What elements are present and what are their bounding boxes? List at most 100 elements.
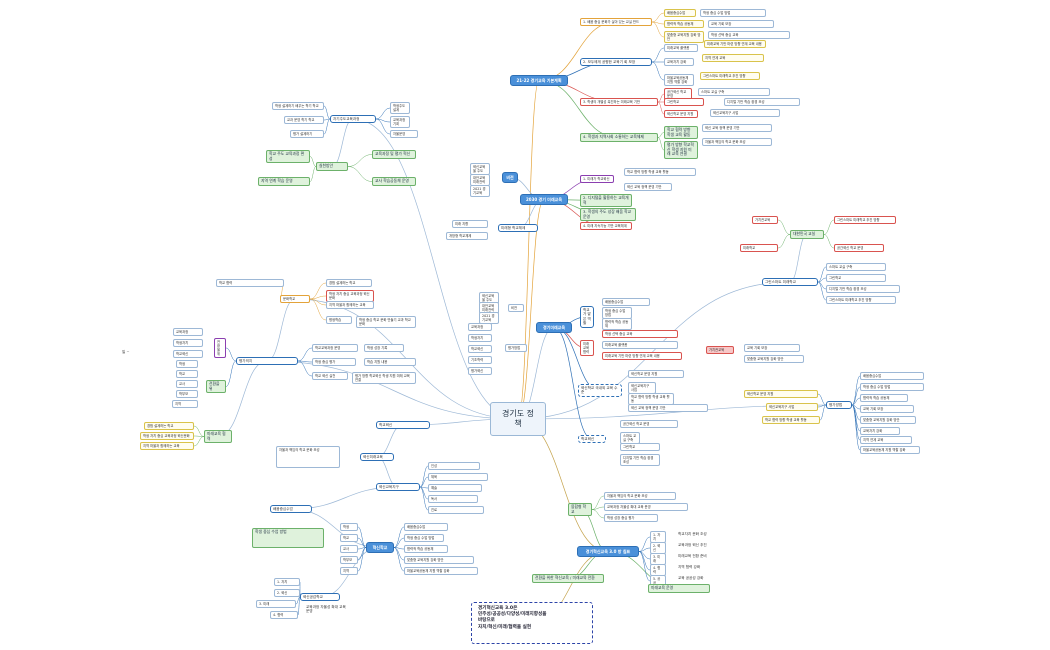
hub-innov-school[interactable]: 혁신학교 <box>366 542 394 553</box>
leaf-gf-left-7[interactable]: 기초학력 <box>468 356 492 365</box>
branch-gf-dash-1[interactable]: 혁신학교 국내외 교육 수준 <box>578 384 622 397</box>
hub-open-school[interactable]: 미래형 학교체제 <box>498 224 538 233</box>
leaf-gs-green[interactable]: 전환을 위 <box>206 380 226 394</box>
hub-learning-class[interactable]: 배움중심수업 <box>270 505 312 514</box>
leaf-p2-2b[interactable]: 지역 연계 교육 <box>702 54 764 63</box>
leaf-open-2[interactable]: 개방형 학교체제 <box>446 232 488 241</box>
leaf-fs-2[interactable]: 그린학교 <box>826 274 886 283</box>
branch-policy-1[interactable]: 1. 배움 중심 문화가 살아 있는 교실 만드 <box>580 18 652 27</box>
leaf-ir-l3[interactable]: 학교 협력 방향 학생 교육 활동 <box>762 416 820 425</box>
leaf-green-l1[interactable]: 가치관교육 <box>752 216 778 225</box>
leaf-gs-c1[interactable]: 학교교육과정 운영 <box>312 344 358 353</box>
branch-gf-dash-2[interactable]: 학교혁신 <box>578 435 606 444</box>
hub-vision-label[interactable]: 비전 <box>502 172 518 183</box>
leaf-gf-r1[interactable]: 학생 선택 중심 교육 <box>602 330 678 339</box>
leaf-gs-c2b[interactable]: 학습 지원 내용 <box>364 358 416 367</box>
leaf-p4-1[interactable]: 학교 협력 방향 학생 교육 활동 <box>664 126 698 140</box>
leaf-gf-left-4[interactable]: 교육과정 <box>468 323 492 332</box>
leaf-p1-3[interactable]: 맞춤형 교육지원 강화 방안 <box>664 31 704 44</box>
leaf-is-l3[interactable]: 교사 <box>340 545 358 554</box>
hub-gyeonggi-future[interactable]: 경기미래교육 <box>536 322 572 333</box>
leaf-gf-left-6[interactable]: 학교혁신 <box>468 345 492 354</box>
leaf-gf-e4[interactable]: 디지털 기반 학습 환경 조성 <box>620 454 660 467</box>
leaf-is-l2[interactable]: 학교 <box>340 534 358 543</box>
hub-green-school[interactable]: 대한민국 교실 <box>790 230 824 239</box>
leaf-ir-r3[interactable]: 협력적 학습 공동체 <box>860 394 908 403</box>
leaf-gs-a1[interactable]: 교육과정 <box>173 328 203 337</box>
leaf-p2-1b[interactable]: 미래교육 기반 마련 방향 연계 교육 내용 <box>704 40 766 49</box>
leaf-gf-1[interactable]: 비전 <box>508 304 524 313</box>
leaf-ir-r5[interactable]: 맞춤형 교육지원 강화 방안 <box>860 416 916 425</box>
leaf-ir-l2[interactable]: 혁신교육지구 사업 <box>766 403 818 412</box>
leaf-gs-purple[interactable]: 전환을 위 <box>214 338 226 359</box>
leaf-gf-2[interactable]: 평가방법 <box>505 344 527 353</box>
leaf-gf-pink[interactable]: 가치관교육 <box>706 346 734 355</box>
leaf-fs-3[interactable]: 디지털 기반 학습 환경 조성 <box>826 285 900 294</box>
leaf-gf-left-2[interactable]: 대안교육 미래전략 <box>479 302 499 315</box>
leaf-p1-2[interactable]: 협력적 학습 공동체 <box>664 20 704 29</box>
leaf-bg-3[interactable]: 학생 성장 중심 평가 <box>604 514 658 523</box>
leaf-fs-1[interactable]: 스마트 교실 구축 <box>826 263 886 272</box>
hub-innov-3[interactable]: 경기혁신교육 3.0 방 침표 <box>577 546 639 557</box>
branch-policy-3[interactable]: 3. 학생의 개별성 촉진하는 미래교육 기반 <box>580 98 658 107</box>
leaf-is-r1[interactable]: 배움중심수업 <box>404 523 448 532</box>
leaf-gf-r2[interactable]: 미래교육 플랫폼 <box>602 341 678 350</box>
leaf-p1-1[interactable]: 배움중심수업 <box>664 9 696 18</box>
leaf-gs-b2[interactable]: 학교 <box>176 370 198 379</box>
leaf-pr-r2[interactable]: 교사 학습공동체 운영 <box>372 177 416 186</box>
hub-self-growth[interactable]: 자기주도교육과정 <box>330 115 376 124</box>
leaf-green-r1[interactable]: 그린스마트 미래학교 추진 방향 <box>834 216 896 225</box>
leaf-gs-c3[interactable]: 학교 혁신 실천 <box>312 372 348 381</box>
leaf-cult-4[interactable]: 평생학습 <box>326 316 352 325</box>
leaf-green-r2[interactable]: 공간혁신 학교 운영 <box>834 244 884 253</box>
leaf-iu-5[interactable]: 진로 <box>428 506 484 515</box>
branch-v1[interactable]: 1. 미래가 학교혁신 <box>580 175 614 184</box>
leaf-gf-left-8[interactable]: 평가혁신 <box>468 367 492 376</box>
central-topic[interactable]: 경기도 정책 <box>490 402 546 436</box>
branch-v3[interactable]: 3. 학생의 주도 성장 배움 학교운영 <box>580 208 636 222</box>
leaf-is-r5[interactable]: 마을교육공동체 지원 역할 강화 <box>404 567 478 576</box>
leaf-v1-1[interactable]: 학교 협력 방향 학생 교육 활동 <box>624 168 696 177</box>
leaf-gs-a3[interactable]: 학교혁신 <box>173 350 203 359</box>
leaf-p3-3b[interactable]: 혁신교육지구 사업 <box>710 109 780 118</box>
branch-policy-2[interactable]: 2. 모두에게 공평한 교육기 회 보장 <box>580 58 652 67</box>
leaf-int-1[interactable]: 자율과 책임의 학교 문화 조성 <box>276 446 340 468</box>
hub-culture-measures[interactable]: 미래교육 협력 <box>204 430 232 444</box>
hub-future-school[interactable]: 그린스마트 미래학교 <box>762 278 818 287</box>
branch-v2[interactable]: 2. 디지털을 활용하는 교육개혁 <box>580 194 632 208</box>
leaf-cm-1[interactable]: 경험 설계하는 학교 <box>144 422 194 431</box>
leaf-p1-1b[interactable]: 학생 중심 수업 방법 <box>700 9 766 18</box>
leaf-p1-2b[interactable]: 교육 기회 보장 <box>708 20 774 29</box>
leaf-is-r3[interactable]: 협력적 학습 공동체 <box>404 545 448 554</box>
leaf-cm-3[interactable]: 지역 마을과 함께하는 교육 <box>140 442 194 451</box>
leaf-gs-c1b[interactable]: 학생 성장 기록 <box>364 344 404 353</box>
leaf-es-3[interactable]: 3. 미래 <box>256 600 296 609</box>
leaf-p2-3[interactable]: 마을교육공동체 지원 역할 강화 <box>664 74 694 87</box>
leaf-p3-2[interactable]: 그린학교 <box>664 98 704 107</box>
leaf-cm-2[interactable]: 학생 자치 중심 교육과정 혁신문화 <box>140 432 194 441</box>
hub-bottom-green[interactable]: 융합형 학교 <box>568 503 592 517</box>
leaf-es-2[interactable]: 2. 혁신 <box>274 589 300 598</box>
leaf-gf-e3[interactable]: 그린학교 <box>620 443 660 452</box>
hub-innov-right[interactable]: 평가방법 <box>826 401 852 410</box>
leaf-cult-3[interactable]: 지역 마을과 함께하는 교육 <box>326 301 374 310</box>
leaf-p1-3b[interactable]: 학생 선택 중심 교육 <box>708 31 790 40</box>
leaf-ir-r6[interactable]: 교육자치 강화 <box>860 427 900 436</box>
leaf-is-r2[interactable]: 학생 중심 수업 방법 <box>404 534 444 543</box>
leaf-iu-1[interactable]: 인성 <box>428 462 480 471</box>
leaf-p4-2[interactable]: 평가 방향 학교혁신 학생 지원 미래 교육 연결 <box>664 141 698 160</box>
leaf-v1-2[interactable]: 혁신 교육 정책 운영 기반 <box>624 183 672 192</box>
leaf-pr-l2[interactable]: 지역 연계 학습 운영 <box>258 177 310 186</box>
leaf-gs-b5[interactable]: 지역 <box>172 400 198 409</box>
leaf-p4-1b[interactable]: 혁신 교육 정책 운영 기반 <box>702 124 772 133</box>
leaf-es-4[interactable]: 4. 협력 <box>270 611 298 620</box>
leaf-iu-3[interactable]: 예술 <box>428 484 482 493</box>
leaf-sg-l1[interactable]: 학생 설계하기 배우는 학기 학교 <box>272 102 324 111</box>
leaf-gs-a2[interactable]: 학생자치 <box>173 339 203 348</box>
leaf-fs-4[interactable]: 그린스마트 미래학교 추진 방향 <box>826 296 896 305</box>
leaf-vision-left-2[interactable]: 대안교육 미래전략 <box>470 174 490 187</box>
leaf-sg-l2[interactable]: 교과 운영 학기 학교 <box>284 116 324 125</box>
hub-practice[interactable]: 실천방안 <box>316 162 348 171</box>
leaf-p3-2b[interactable]: 디지털 기반 학습 환경 조성 <box>724 98 800 107</box>
leaf-vision-left-1[interactable]: 혁신교육을 주도 <box>470 163 490 176</box>
